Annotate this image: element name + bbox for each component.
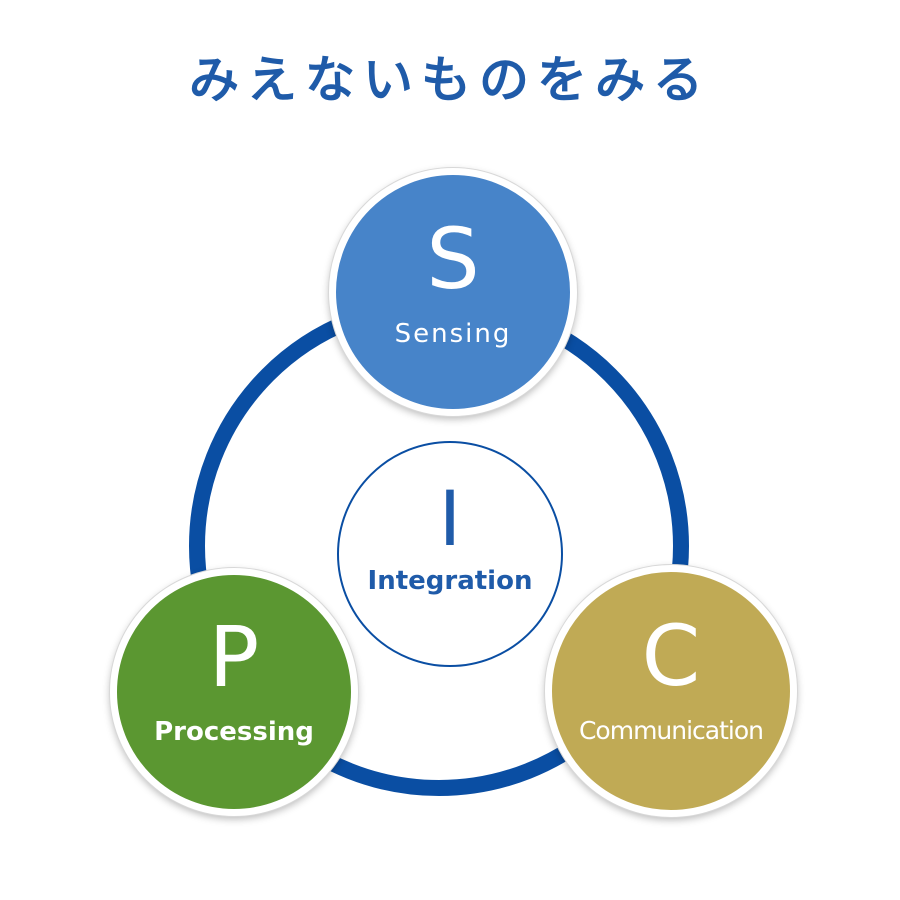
- processing-node: P Processing: [110, 568, 358, 816]
- sensing-label: Sensing: [394, 319, 512, 349]
- sensing-letter: S: [426, 210, 480, 308]
- page-title: みえないものをみる: [189, 51, 711, 109]
- integration-node: I Integration: [337, 441, 563, 667]
- processing-letter: P: [208, 608, 260, 706]
- communication-node: C Communication: [545, 565, 797, 817]
- communication-letter: C: [641, 607, 701, 705]
- sensing-node: S Sensing: [329, 168, 577, 416]
- integration-letter: I: [438, 474, 462, 563]
- communication-label: Communication: [578, 716, 764, 745]
- integration-label: Integration: [367, 566, 533, 596]
- processing-label: Processing: [154, 717, 314, 747]
